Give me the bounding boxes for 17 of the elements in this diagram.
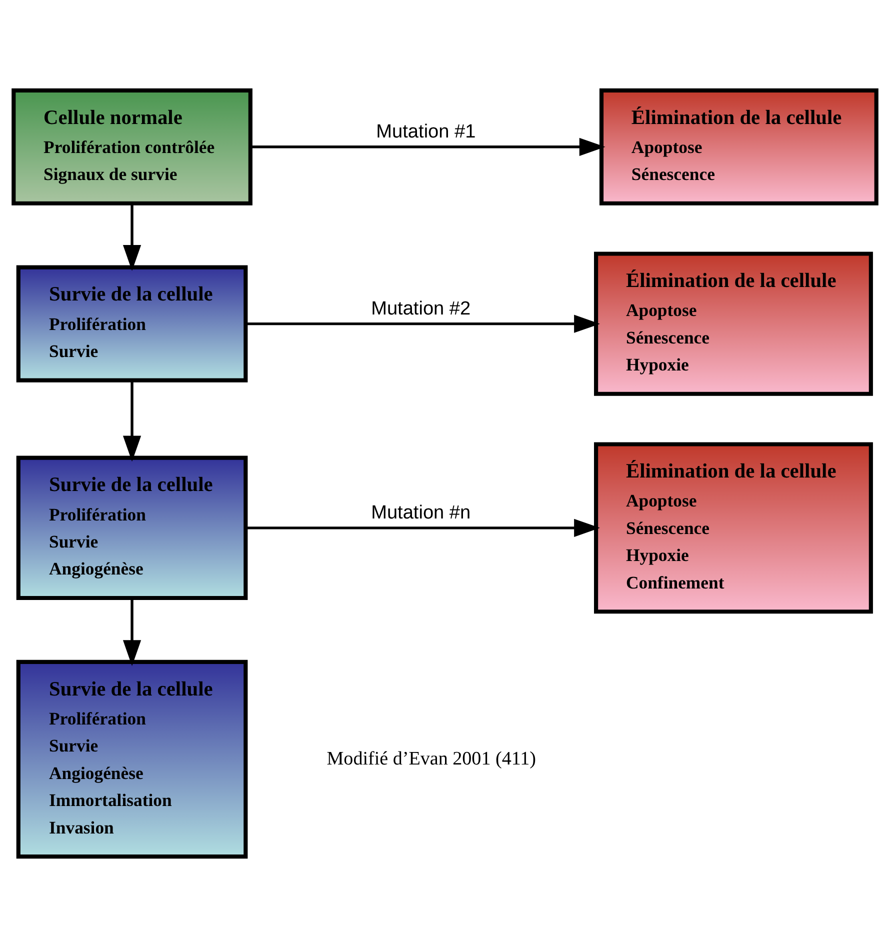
label: Modifié d’Evan 2001 (411): [326, 748, 536, 770]
node-box: Élimination de la cellule Apoptose Sénescence Hypoxie Confinement: [594, 442, 873, 614]
node-box: Survie de la cellule Prolifération Survie Angiogénèse: [16, 456, 248, 600]
arrow: [122, 380, 142, 462]
edge-label: Mutation #n: [371, 502, 471, 524]
node-box: Élimination de la cellule Apoptose Sénescence: [599, 88, 878, 206]
node-box: Cellule normale Prolifération contrôlée Signaux de survie: [12, 88, 252, 206]
edge-label: Mutation #1: [376, 122, 476, 143]
arrow: [246, 314, 600, 333]
edge-label: Mutation #2: [371, 298, 471, 320]
node-box: Élimination de la cellule Apoptose Sénescence Hypoxie: [594, 252, 873, 396]
arrow: [122, 598, 142, 666]
arrow: [246, 518, 600, 537]
node-box: Survie de la cellule Prolifération Survie: [16, 265, 248, 382]
arrow: [122, 204, 142, 271]
node-box: Survie de la cellule Prolifération Survie Angiogénèse Immortalisation Invasion: [16, 660, 248, 859]
arrow: [250, 138, 606, 156]
